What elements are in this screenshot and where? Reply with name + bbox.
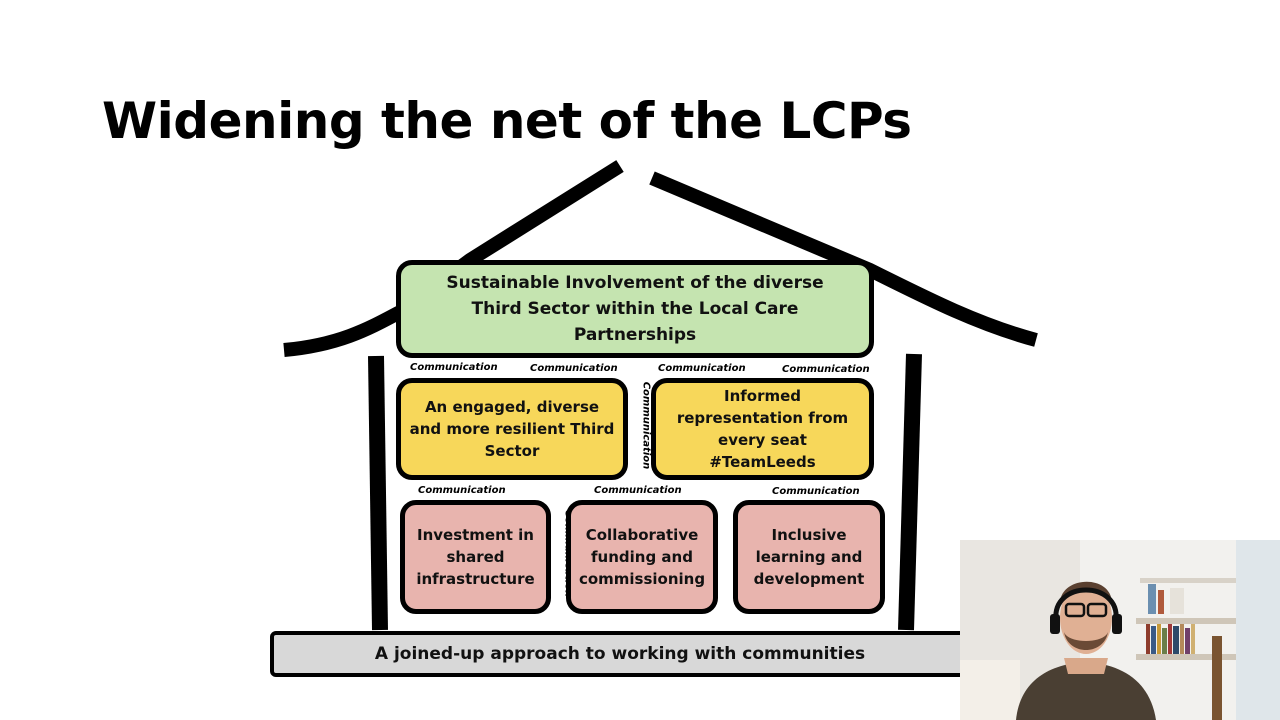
communication-label: Communication (658, 363, 746, 374)
pillar-box-learning: Inclusive learning and development (733, 500, 885, 614)
pillar-box-label: Investment in shared infrastructure (416, 526, 535, 588)
communication-label-vertical: Communication (640, 381, 652, 470)
roof-box: Sustainable Involvement of the diverse T… (396, 260, 874, 358)
communication-label: Communication (410, 362, 498, 373)
wall-right (898, 353, 922, 631)
pillar-box-funding: Collaborative funding and commissioning (566, 500, 718, 614)
roof-box-label: Sustainable Involvement of the diverse T… (446, 273, 824, 345)
pillar-box-label: Inclusive learning and development (753, 526, 865, 588)
pillar-box-infrastructure: Investment in shared infrastructure (400, 500, 551, 614)
slide-title: Widening the net of the LCPs (102, 92, 912, 150)
middle-box-label: An engaged, diverse and more resilient T… (409, 398, 615, 460)
foundation-box-label: A joined-up approach to working with com… (374, 644, 866, 664)
pillar-box-label: Collaborative funding and commissioning (578, 526, 706, 588)
communication-label: Communication (418, 485, 506, 496)
middle-box-representation: Informed representation from every seat … (651, 378, 874, 480)
communication-label: Communication (772, 486, 860, 497)
roof-right-line (649, 171, 1038, 347)
webcam-presenter-image (960, 540, 1280, 720)
middle-box-label: Informed representation from every seat … (676, 387, 849, 471)
communication-label: Communication (594, 485, 682, 496)
communication-label: Communication (782, 364, 870, 375)
middle-box-engaged: An engaged, diverse and more resilient T… (396, 378, 628, 480)
communication-label: Communication (530, 363, 618, 374)
wall-left (368, 355, 388, 631)
foundation-box: A joined-up approach to working with com… (270, 631, 970, 677)
webcam-video-overlay (960, 540, 1280, 720)
